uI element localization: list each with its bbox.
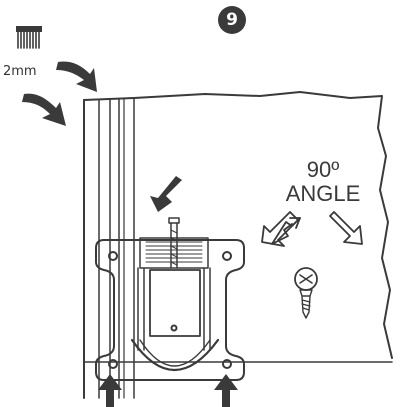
step-number-badge: 9 bbox=[218, 6, 246, 34]
door-frame bbox=[83, 97, 135, 399]
gap-measurement-label: 2mm bbox=[3, 64, 37, 79]
up-arrow-icon bbox=[214, 374, 238, 407]
angle-value: 90º bbox=[306, 157, 340, 182]
curved-arrow-icon bbox=[56, 61, 97, 92]
panel-sheet bbox=[133, 91, 393, 363]
angle-callout: 90º ANGLE bbox=[268, 158, 378, 206]
angle-text: ANGLE bbox=[285, 181, 361, 206]
screw-icon bbox=[294, 267, 318, 319]
curved-arrow-icon bbox=[22, 93, 66, 126]
up-arrow-icon bbox=[98, 374, 122, 407]
brush-strip-icon bbox=[16, 26, 42, 49]
roller-bracket bbox=[95, 217, 245, 381]
outline-arrow-icon bbox=[329, 211, 363, 245]
press-arrow-icon bbox=[150, 176, 182, 212]
outline-arrow-icon bbox=[261, 211, 301, 247]
